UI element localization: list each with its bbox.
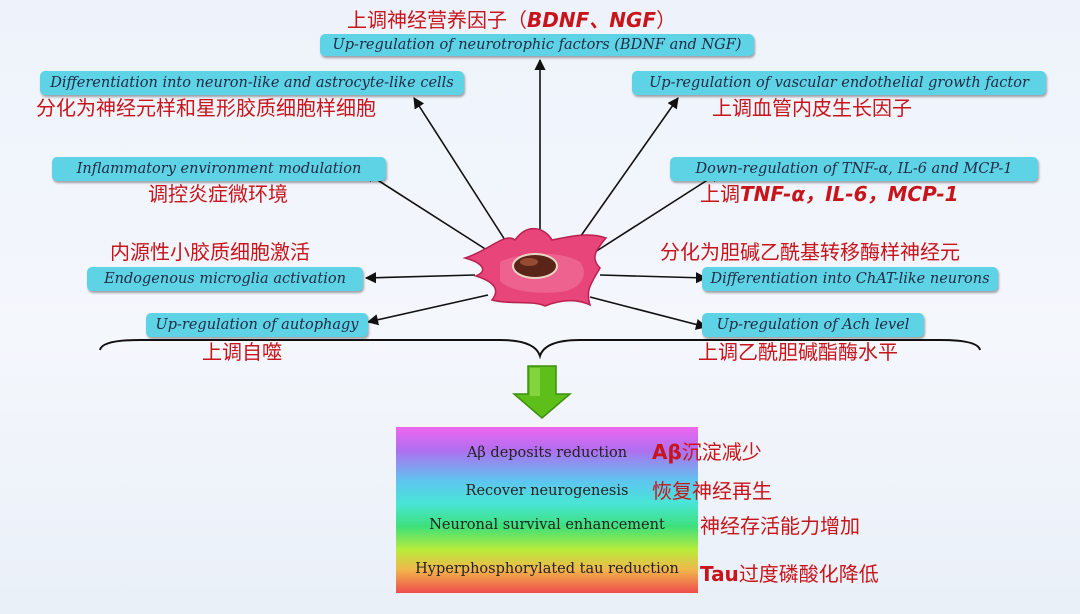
outcome-survival-cn: 神经存活能力增加 [700,514,860,538]
box-ach-level: Up-regulation of Ach level [702,313,924,337]
cell-nucleus [512,253,558,279]
label-microglia-cn: 内源性小胶质细胞激活 [110,240,310,264]
label-differentiation-cn: 分化为神经元样和星形胶质细胞样细胞 [36,96,376,120]
label-inflammatory-cn: 调控炎症微环境 [148,182,288,206]
outcome-abeta-cn: Aβ沉淀减少 [652,440,762,464]
box-neurotrophic-factors: Up-regulation of neurotrophic factors (B… [320,34,754,56]
outcome-neurogenesis-cn: 恢复神经再生 [652,479,772,503]
label-ach-cn: 上调乙酰胆碱酯酶水平 [698,340,898,364]
outcome-neurogenesis: Recover neurogenesis [465,483,629,499]
label-tnf-cn: 上调TNF-α，IL-6，MCP-1 [700,182,959,206]
box-inflammatory-modulation: Inflammatory environment modulation [52,157,386,181]
label-neurotrophic-cn: 上调神经营养因子（BDNF、NGF） [347,8,677,32]
arrow-to-ach [589,296,708,330]
brace [99,339,981,360]
stem-cell-illustration [462,228,608,307]
arrow-to-chat [599,272,708,284]
outcome-tau-cn: Tau过度磷酸化降低 [700,562,879,586]
outcome-neuronal-survival: Neuronal survival enhancement [429,517,665,533]
box-tnf-downregulation: Down-regulation of TNF-α, IL-6 and MCP-1 [670,157,1038,181]
arrow-to-inflammatory [364,171,491,253]
arrow-to-tnf [594,171,721,253]
box-microglia-activation: Endogenous microglia activation [87,267,363,291]
box-differentiation-neuron-astrocyte: Differentiation into neuron-like and ast… [40,71,464,95]
arrow-to-microglia [364,272,476,284]
outcome-tau: Hyperphosphorylated tau reduction [415,561,679,577]
outcomes-panel: Aβ deposits reduction Recover neurogenes… [396,427,698,593]
outcome-abeta: Aβ deposits reduction [466,445,628,461]
box-chat-neurons: Differentiation into ChAT-like neurons [702,267,998,291]
box-vascular-growth-factor: Up-regulation of vascular endothelial gr… [632,71,1046,95]
arrow-to-differentiation [413,97,506,241]
arrow-to-autophagy [366,294,489,326]
arrow-to-vascular [577,97,679,241]
down-arrow-icon [511,365,573,419]
box-autophagy: Up-regulation of autophagy [146,313,368,337]
label-vascular-cn: 上调血管内皮生长因子 [712,96,912,120]
label-chat-cn: 分化为胆碱乙酰基转移酶样神经元 [660,240,960,264]
label-autophagy-cn: 上调自噬 [202,340,282,364]
